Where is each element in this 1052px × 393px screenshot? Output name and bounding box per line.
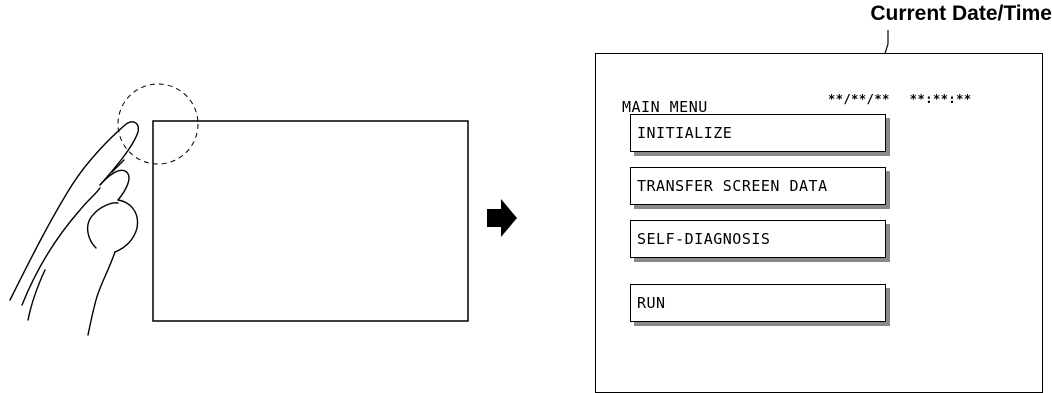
touch-point-circle xyxy=(117,83,199,165)
current-time: **:**:** xyxy=(909,92,972,106)
current-datetime: **/**/** **:**:** xyxy=(828,92,972,106)
current-date: **/**/** xyxy=(828,92,890,106)
self-diagnosis-button-label: SELF-DIAGNOSIS xyxy=(637,230,771,248)
hand-icon xyxy=(9,121,140,336)
page-title: MAIN MENU xyxy=(622,98,708,116)
transfer-screen-data-button[interactable]: TRANSFER SCREEN DATA xyxy=(630,167,886,205)
blank-screen xyxy=(152,120,469,322)
transfer-screen-data-button-label: TRANSFER SCREEN DATA xyxy=(637,177,828,195)
callout-label: Current Date/Time xyxy=(870,2,1052,25)
run-button-label: RUN xyxy=(637,294,666,312)
self-diagnosis-button[interactable]: SELF-DIAGNOSIS xyxy=(630,220,886,258)
run-button[interactable]: RUN xyxy=(630,284,886,322)
arrow-right-icon xyxy=(487,199,517,237)
initialize-button[interactable]: INITIALIZE xyxy=(630,114,886,152)
touch-illustration xyxy=(9,83,517,336)
main-menu-screen: MAIN MENU **/**/** **:**:** INITIALIZE TR… xyxy=(595,53,1043,393)
initialize-button-label: INITIALIZE xyxy=(637,124,733,142)
